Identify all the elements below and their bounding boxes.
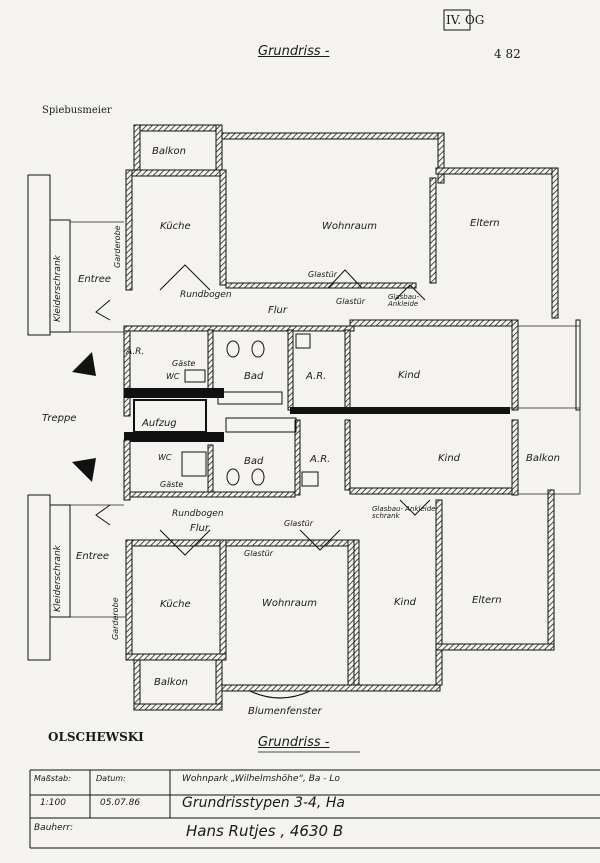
- room-ar-bottom-mid: A.R.: [310, 454, 331, 465]
- drawing-subject: Grundrisstypen 3-4, Ha: [182, 795, 345, 811]
- title-block-frame: [29, 769, 600, 849]
- central-dividing-wall: [290, 407, 510, 414]
- stair-arrow-up: [72, 352, 96, 376]
- central-shaft-wall: [124, 388, 224, 398]
- blumenfenster-bay: [249, 690, 311, 699]
- elevator-shaft: [133, 399, 207, 433]
- datum-label: Datum:: [96, 774, 126, 783]
- label-glastuer-top2: Glastür: [336, 297, 365, 306]
- room-kueche-bottom: Küche: [160, 599, 191, 610]
- room-kind-mid: Kind: [438, 453, 461, 464]
- room-aufzug: Aufzug: [142, 418, 177, 429]
- room-gaeste-bottom: Gäste: [160, 480, 184, 489]
- label-rundbogen-top: Rundbogen: [180, 290, 232, 300]
- door-openings: [95, 264, 431, 556]
- label-rundbogen-bottom: Rundbogen: [172, 509, 224, 519]
- room-kind-top: Kind: [398, 370, 421, 381]
- label-garderobe-top: Garderobe: [113, 225, 122, 268]
- floor-stamp: IV. OG: [446, 13, 485, 27]
- room-wc-bottom: WC: [158, 453, 172, 462]
- room-eltern-bottom: Eltern: [472, 595, 502, 606]
- wardrobes: [27, 174, 71, 661]
- label-kleiderschrank-top: Kleiderschrank: [53, 255, 63, 322]
- upper-apartment-walls: [123, 124, 581, 417]
- plan-title-bottom: Grundriss -: [258, 735, 330, 750]
- room-balkon-bottom: Balkon: [154, 677, 189, 688]
- room-ar-top-left: A.R.: [126, 347, 145, 357]
- label-ankleide-bottom: Glasbau- Ankleide schrank: [372, 505, 436, 520]
- room-balkon-top: Balkon: [152, 146, 187, 157]
- massstab-label: Maßstab:: [34, 774, 71, 783]
- label-garderobe-bottom: Garderobe: [111, 597, 120, 640]
- room-bad-top: Bad: [244, 371, 264, 382]
- annotator-top: Spiebusmeier: [42, 105, 112, 116]
- massstab-value: 1:100: [40, 798, 66, 808]
- room-wohnraum-bottom: Wohnraum: [262, 598, 317, 609]
- room-kueche-top: Küche: [160, 221, 191, 232]
- interior-lines: [70, 221, 581, 618]
- bauherr-label: Bauherr:: [34, 823, 74, 833]
- room-gaeste-top: Gäste: [172, 359, 196, 368]
- stair-arrow-down: [72, 458, 96, 482]
- label-blumenfenster: Blumenfenster: [248, 706, 322, 717]
- label-kleiderschrank-bottom: Kleiderschrank: [53, 545, 63, 612]
- project-name: Wohnpark „Wilhelmshöhe“, Ba - Lo: [182, 774, 340, 784]
- bauherr-value: Hans Rutjes , 4630 B: [186, 822, 344, 840]
- annotator-bottom: OLSCHEWSKI: [48, 730, 144, 744]
- sanitary-fixtures: [181, 333, 319, 487]
- room-treppe: Treppe: [42, 413, 77, 424]
- lower-apartment-walls: [123, 419, 555, 711]
- label-glastuer-bottom2: Glastür: [244, 549, 273, 558]
- room-eltern-top: Eltern: [470, 218, 500, 229]
- room-bad-bottom: Bad: [244, 456, 264, 467]
- room-flur-top: Flur: [268, 305, 287, 316]
- room-wohnraum-top: Wohnraum: [322, 221, 377, 232]
- floor-stamp-box: [443, 9, 471, 31]
- datum-value: 05.07.86: [100, 798, 141, 808]
- room-kind-bottom: Kind: [394, 597, 417, 608]
- room-entree-bottom: Entree: [76, 551, 109, 562]
- label-ankleide-top: Glasbau- Ankleide: [388, 293, 420, 308]
- room-wc-top: WC: [166, 372, 180, 381]
- sheet-number: 4 82: [494, 47, 521, 61]
- room-flur-bottom: Flur: [190, 523, 209, 534]
- room-entree-top: Entree: [78, 274, 111, 285]
- label-glastuer-top1: Glastür: [308, 270, 337, 279]
- label-glastuer-bottom1: Glastür: [284, 519, 313, 528]
- room-ar-top-mid: A.R.: [306, 371, 327, 382]
- plan-title-top: Grundriss -: [258, 44, 330, 59]
- room-balkon-right: Balkon: [526, 453, 561, 464]
